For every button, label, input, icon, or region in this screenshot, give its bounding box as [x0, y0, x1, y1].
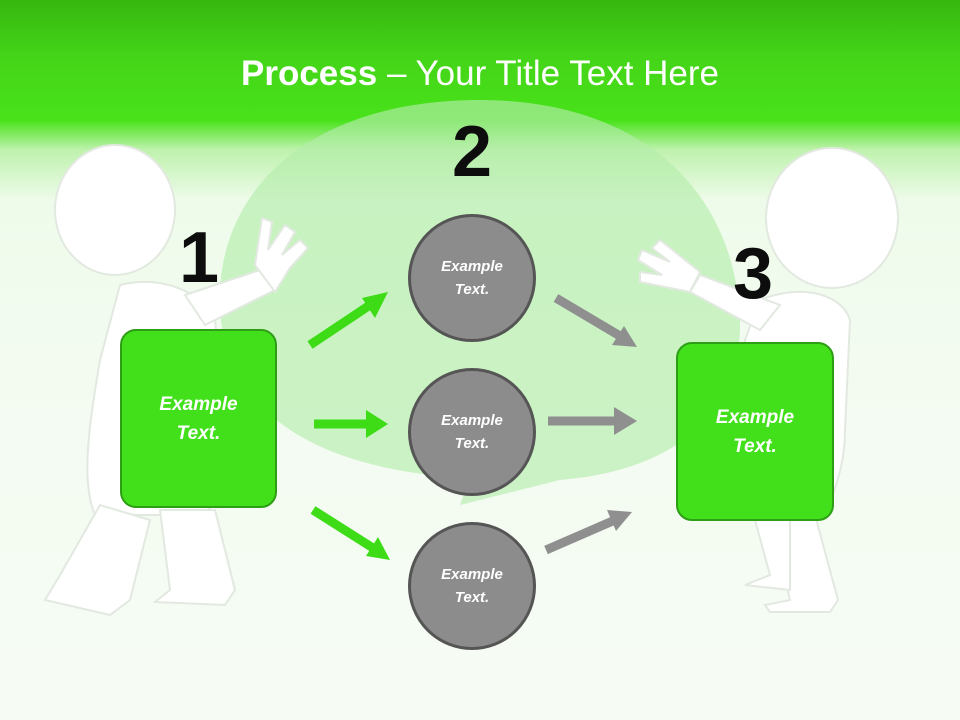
- step-3-box: Example Text.: [676, 342, 834, 521]
- arrow-green-middle: [314, 410, 388, 438]
- arrow-gray-down: [553, 294, 637, 347]
- circle-bottom-label: Example Text.: [441, 566, 503, 606]
- circle-top-label: Example Text.: [441, 258, 503, 298]
- title-rest: – Your Title Text Here: [377, 54, 719, 93]
- arrow-gray-up: [544, 510, 632, 555]
- connector-arrows: [307, 292, 637, 560]
- step-number-3: 3: [732, 234, 774, 314]
- step-2-circle-top: Example Text.: [408, 214, 536, 342]
- step-2-circle-bottom: Example Text.: [408, 522, 536, 650]
- slide-title: Process – Your Title Text Here: [0, 52, 960, 96]
- step-3-label: Example Text.: [715, 406, 795, 457]
- arrow-green-down: [310, 506, 390, 560]
- step-2-circle-middle: Example Text.: [408, 368, 536, 496]
- arrow-green-up: [307, 292, 388, 349]
- step-number-2: 2: [451, 112, 493, 192]
- step-number-1: 1: [178, 218, 220, 298]
- step-1-box: Example Text.: [120, 329, 277, 508]
- circle-middle-label: Example Text.: [441, 412, 503, 452]
- title-bold: Process: [241, 54, 378, 93]
- arrow-gray-middle: [548, 407, 637, 435]
- step-1-label: Example Text.: [159, 393, 238, 444]
